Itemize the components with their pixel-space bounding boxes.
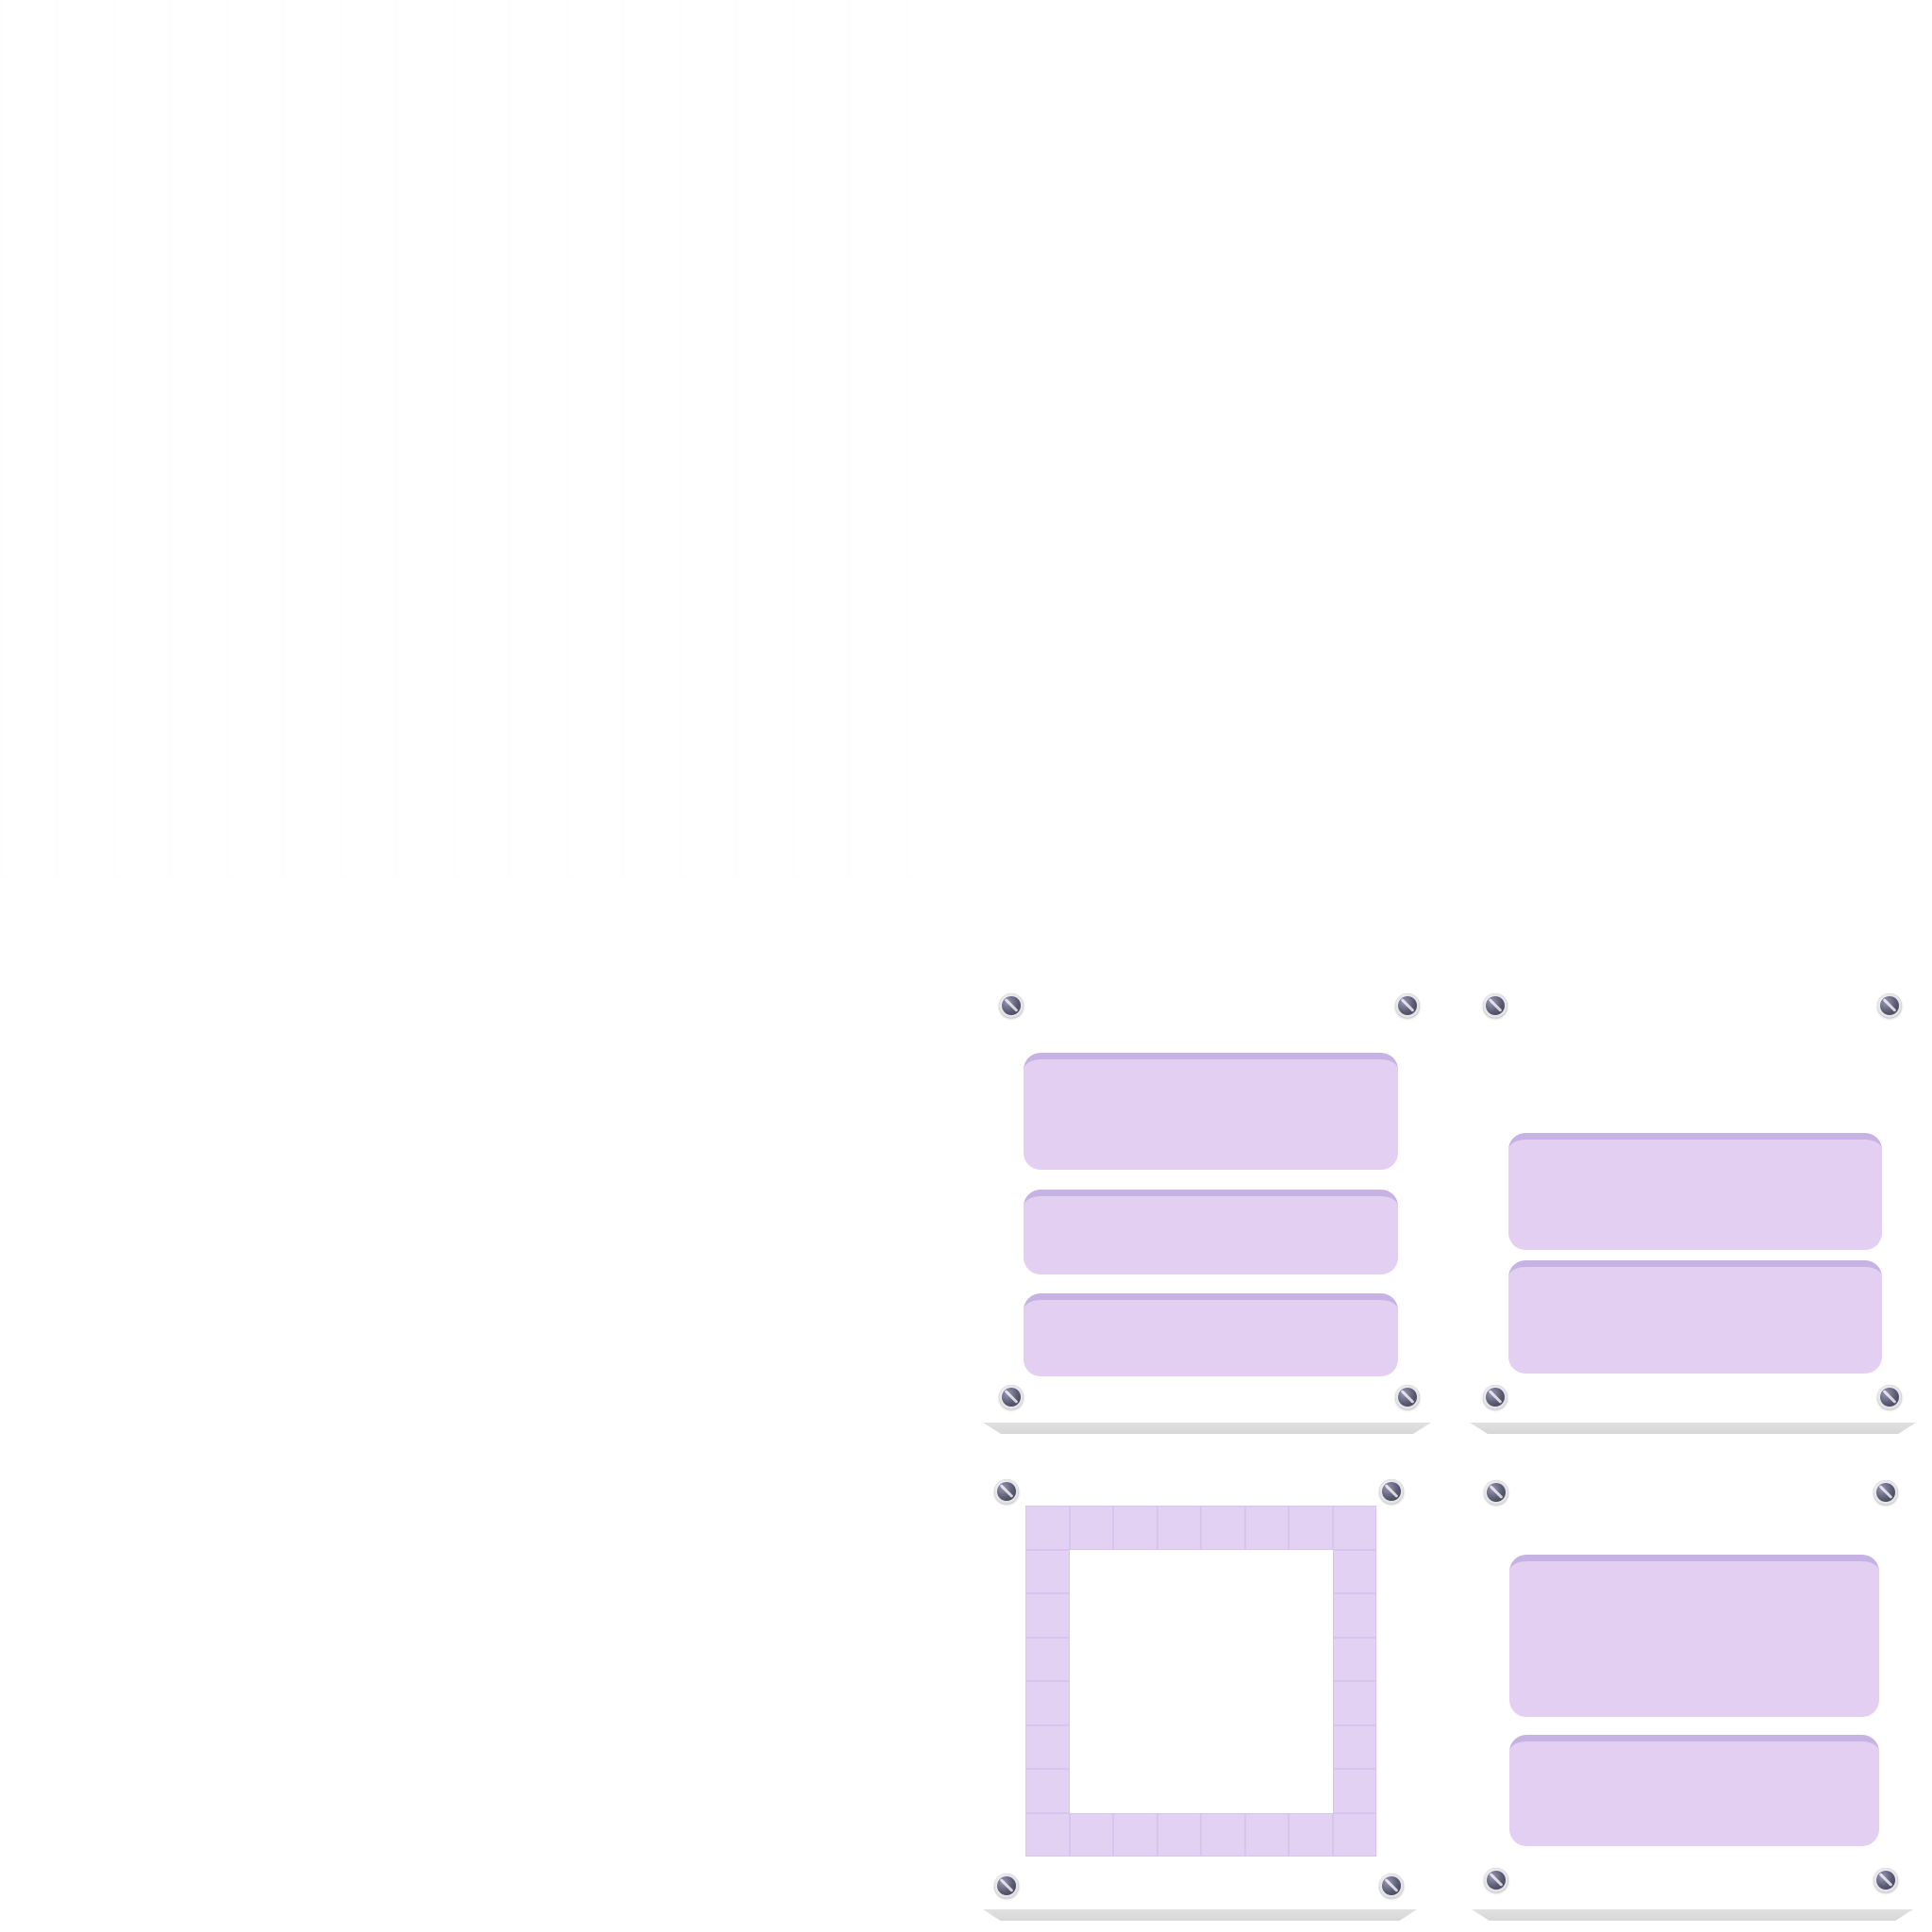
grid-empty-cell bbox=[1289, 1637, 1333, 1681]
grid-empty-cell bbox=[1157, 1593, 1201, 1638]
grid-empty-cell bbox=[1069, 1724, 1113, 1769]
grid-cell bbox=[1244, 1506, 1289, 1550]
panel-top-right bbox=[1470, 979, 1916, 1434]
grid-empty-cell bbox=[1157, 1681, 1201, 1725]
panel-bottom-left bbox=[983, 1468, 1417, 1921]
panel-shadow bbox=[1472, 1909, 1913, 1921]
panel-shadow bbox=[983, 1423, 1431, 1434]
slot-2[interactable] bbox=[1024, 1190, 1398, 1274]
screw-icon bbox=[994, 1479, 1019, 1504]
grid-cell bbox=[1113, 1812, 1158, 1857]
grid-empty-cell bbox=[1069, 1637, 1113, 1681]
grid-cell bbox=[1201, 1812, 1245, 1857]
grid-cell bbox=[1332, 1549, 1376, 1593]
grid-cell bbox=[1025, 1724, 1070, 1769]
grid-empty-cell bbox=[1157, 1769, 1201, 1813]
grid-cell bbox=[1157, 1812, 1201, 1857]
grid-empty-cell bbox=[1244, 1681, 1289, 1725]
grid-empty-cell bbox=[1113, 1681, 1158, 1725]
grid-empty-cell bbox=[1244, 1549, 1289, 1593]
grid-empty-cell bbox=[1201, 1724, 1245, 1769]
grid-empty-cell bbox=[1244, 1769, 1289, 1813]
grid-empty-cell bbox=[1244, 1724, 1289, 1769]
screw-icon bbox=[1484, 1868, 1508, 1892]
screw-icon bbox=[1483, 993, 1507, 1018]
grid-cell bbox=[1025, 1812, 1070, 1857]
grid-cell bbox=[1025, 1549, 1070, 1593]
grid-cell bbox=[1025, 1593, 1070, 1638]
grid-empty-cell bbox=[1069, 1681, 1113, 1725]
panel-bottom-right bbox=[1472, 1468, 1913, 1921]
panel-top-left bbox=[983, 979, 1431, 1434]
grid-frame-piece[interactable] bbox=[1025, 1506, 1376, 1857]
screw-icon bbox=[1874, 1480, 1898, 1505]
grid-cell bbox=[1025, 1769, 1070, 1813]
grid-empty-cell bbox=[1157, 1637, 1201, 1681]
slot-2[interactable] bbox=[1508, 1260, 1882, 1374]
screw-icon bbox=[1379, 1479, 1404, 1504]
faded-background-area bbox=[0, 0, 962, 877]
grid-cell bbox=[1332, 1637, 1376, 1681]
screw-icon bbox=[1877, 993, 1902, 1018]
grid-empty-cell bbox=[1113, 1637, 1158, 1681]
screw-icon bbox=[1395, 993, 1420, 1018]
screw-icon bbox=[999, 1385, 1024, 1409]
grid-cell bbox=[1069, 1812, 1113, 1857]
grid-empty-cell bbox=[1289, 1549, 1333, 1593]
grid-empty-cell bbox=[1069, 1549, 1113, 1593]
grid-empty-cell bbox=[1113, 1724, 1158, 1769]
slot-1[interactable] bbox=[1508, 1133, 1882, 1250]
slot-3[interactable] bbox=[1024, 1293, 1398, 1376]
slot-1[interactable] bbox=[1024, 1053, 1398, 1170]
grid-cell bbox=[1157, 1506, 1201, 1550]
screw-icon bbox=[1379, 1874, 1404, 1898]
grid-cell bbox=[1332, 1681, 1376, 1725]
panel-shadow bbox=[983, 1909, 1417, 1921]
grid-empty-cell bbox=[1113, 1549, 1158, 1593]
screw-icon bbox=[1484, 1480, 1508, 1505]
grid-cell bbox=[1025, 1681, 1070, 1725]
grid-empty-cell bbox=[1244, 1637, 1289, 1681]
screw-icon bbox=[994, 1874, 1019, 1898]
grid-empty-cell bbox=[1113, 1769, 1158, 1813]
panel-shadow bbox=[1470, 1423, 1916, 1434]
grid-cell bbox=[1332, 1812, 1376, 1857]
screw-icon bbox=[1874, 1868, 1898, 1892]
screw-icon bbox=[1395, 1385, 1420, 1409]
slot-2[interactable] bbox=[1509, 1735, 1879, 1846]
grid-cell bbox=[1113, 1506, 1158, 1550]
grid-empty-cell bbox=[1069, 1769, 1113, 1813]
grid-empty-cell bbox=[1289, 1724, 1333, 1769]
grid-cell bbox=[1069, 1506, 1113, 1550]
grid-empty-cell bbox=[1201, 1637, 1245, 1681]
grid-empty-cell bbox=[1289, 1769, 1333, 1813]
grid-empty-cell bbox=[1289, 1593, 1333, 1638]
grid-empty-cell bbox=[1157, 1549, 1201, 1593]
grid-cell bbox=[1025, 1637, 1070, 1681]
grid-cell bbox=[1332, 1724, 1376, 1769]
grid-cell bbox=[1332, 1769, 1376, 1813]
grid-empty-cell bbox=[1289, 1681, 1333, 1725]
slot-1[interactable] bbox=[1509, 1555, 1879, 1717]
grid-cell bbox=[1025, 1506, 1070, 1550]
grid-empty-cell bbox=[1244, 1593, 1289, 1638]
grid-cell bbox=[1201, 1506, 1245, 1550]
grid-empty-cell bbox=[1201, 1593, 1245, 1638]
grid-empty-cell bbox=[1113, 1593, 1158, 1638]
grid-cell bbox=[1289, 1506, 1333, 1550]
grid-empty-cell bbox=[1201, 1769, 1245, 1813]
screw-icon bbox=[999, 993, 1024, 1018]
grid-empty-cell bbox=[1201, 1549, 1245, 1593]
grid-cell bbox=[1332, 1593, 1376, 1638]
grid-cell bbox=[1332, 1506, 1376, 1550]
grid-cell bbox=[1244, 1812, 1289, 1857]
grid-cell bbox=[1289, 1812, 1333, 1857]
screw-icon bbox=[1483, 1385, 1507, 1409]
screw-icon bbox=[1877, 1385, 1902, 1409]
grid-empty-cell bbox=[1069, 1593, 1113, 1638]
grid-empty-cell bbox=[1157, 1724, 1201, 1769]
grid-empty-cell bbox=[1201, 1681, 1245, 1725]
